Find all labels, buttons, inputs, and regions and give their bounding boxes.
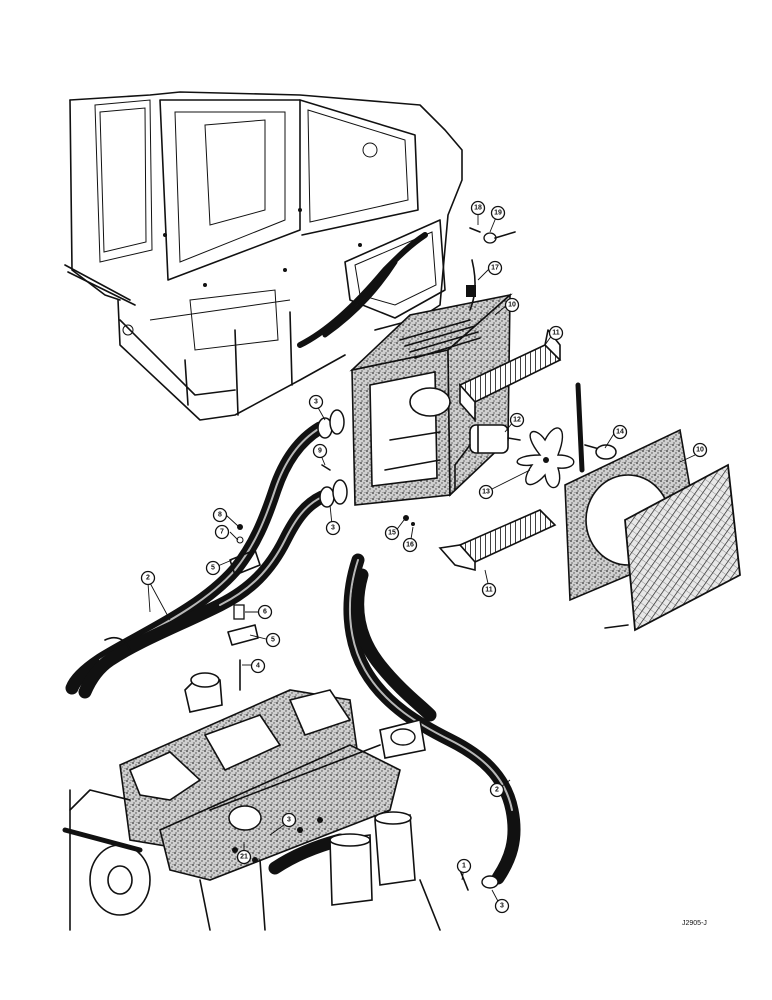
svg-text:11: 11 (485, 587, 493, 594)
svg-text:7: 7 (220, 529, 224, 536)
callout-14: 14 (612, 424, 628, 440)
callout-3-mid: 3 (325, 520, 341, 536)
callout-11-lower: 11 (481, 582, 497, 598)
svg-text:3: 3 (500, 903, 504, 910)
engine (62, 672, 441, 931)
svg-text:3: 3 (287, 817, 291, 824)
callout-2-left: 2 (140, 570, 156, 586)
callout-1: 1 (456, 858, 472, 874)
svg-text:16: 16 (406, 542, 414, 549)
svg-text:1: 1 (462, 863, 466, 870)
figure-reference: J2905-J (682, 920, 707, 927)
svg-text:21: 21 (240, 854, 248, 861)
svg-text:10: 10 (696, 447, 704, 454)
svg-text:10: 10 (508, 302, 516, 309)
callout-13: 13 (478, 484, 494, 500)
hose-fittings (104, 227, 516, 891)
callout-7: 7 (214, 524, 230, 540)
grille (604, 463, 741, 632)
callout-12: 12 (509, 412, 525, 428)
housing-vents (399, 319, 481, 359)
heater-core-lower (438, 509, 557, 572)
callout-4: 4 (250, 658, 266, 674)
callout-8: 8 (212, 507, 228, 523)
callout-5-lower: 5 (265, 632, 281, 648)
callout-10-top: 10 (504, 297, 520, 313)
callout-2-right: 2 (489, 782, 505, 798)
callout-21: 21 (236, 849, 252, 865)
svg-text:3: 3 (331, 525, 335, 532)
cab-structure (64, 91, 463, 421)
callout-labels: 18 19 17 10 11 3 9 12 14 10 13 3 8 7 15 … (140, 200, 708, 914)
svg-text:18: 18 (474, 205, 482, 212)
blower-motor (454, 424, 521, 491)
heater-housing (349, 293, 513, 506)
svg-text:5: 5 (271, 637, 275, 644)
svg-text:2: 2 (146, 575, 150, 582)
fan-blade (516, 427, 575, 489)
callout-16: 16 (402, 537, 418, 553)
callout-3-bottom: 3 (494, 898, 510, 914)
svg-text:19: 19 (494, 210, 502, 217)
svg-text:2: 2 (495, 787, 499, 794)
svg-text:9: 9 (318, 448, 322, 455)
callout-3-upper: 3 (308, 394, 324, 410)
heater-core-upper (458, 329, 562, 423)
svg-text:14: 14 (616, 429, 624, 436)
svg-text:12: 12 (513, 417, 521, 424)
callout-15: 15 (384, 525, 400, 541)
callout-6: 6 (257, 604, 273, 620)
callout-11-top: 11 (548, 325, 564, 341)
callout-5-upper: 5 (205, 560, 221, 576)
svg-text:15: 15 (388, 530, 396, 537)
svg-text:17: 17 (491, 265, 499, 272)
svg-text:11: 11 (552, 330, 560, 337)
svg-text:4: 4 (256, 663, 260, 670)
hoses (65, 421, 521, 885)
svg-text:3: 3 (314, 399, 318, 406)
callout-19: 19 (490, 205, 506, 221)
callout-18: 18 (470, 200, 486, 216)
callout-17: 17 (487, 260, 503, 276)
svg-text:5: 5 (211, 565, 215, 572)
svg-text:8: 8 (218, 512, 222, 519)
svg-text:6: 6 (263, 609, 267, 616)
mounting-rod (575, 382, 617, 473)
svg-text:13: 13 (482, 489, 490, 496)
callout-3-engine: 3 (281, 812, 297, 828)
callout-10-right: 10 (692, 442, 708, 458)
callout-9: 9 (312, 443, 328, 459)
